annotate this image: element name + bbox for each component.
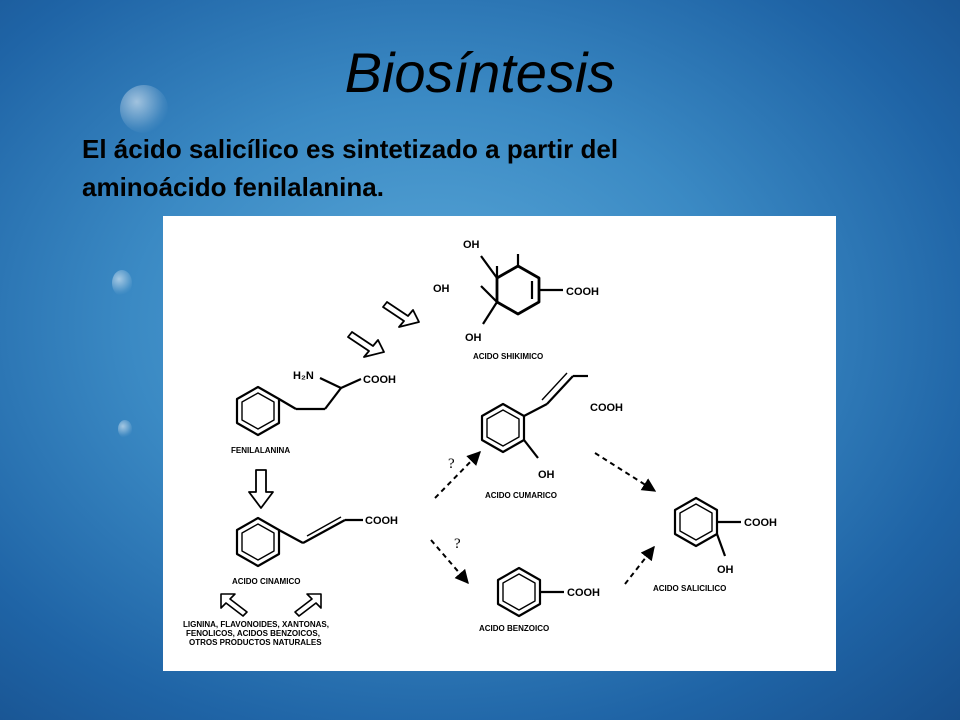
slide-subtitle: El ácido salicílico es sintetizado a par… [82,130,802,206]
hollow-arrow-down [248,469,274,509]
coumaric-cooh: COOH [590,402,623,414]
shikimic-oh-top: OH [463,239,480,251]
hollow-arrows-to-other-products [220,593,322,617]
shikimic-oh-bottom: OH [465,332,482,344]
arrow-cinnamic-to-benzoic [430,539,469,585]
phenylalanine-label: FENILALANINA [231,446,290,455]
biosynthesis-diagram: OH OH OH COOH ACIDO SHIKIMICO H₂N COOH F… [163,216,836,671]
dashed-arrows [430,450,657,585]
phenylalanine-cooh: COOH [363,374,396,386]
arrow-benzoic-to-salicylic [624,545,655,585]
other-products-line-3: OTROS PRODUCTOS NATURALES [189,638,322,647]
shikimic-acid-label: ACIDO SHIKIMICO [473,352,543,361]
benzoic-acid-label: ACIDO BENZOICO [479,624,549,633]
benzoic-cooh: COOH [567,587,600,599]
salicylic-oh: OH [717,564,734,576]
coumaric-acid-structure [480,372,588,459]
other-products-line-2: FENOLICOS, ACIDOS BENZOICOS, [186,629,320,638]
coumaric-oh: OH [538,469,555,481]
arrow-cinnamic-to-coumaric [434,450,481,499]
coumaric-acid-label: ACIDO CUMARICO [485,491,557,500]
slide-title: Biosíntesis [344,41,616,104]
subtitle-line-2: aminoácido fenilalanina. [82,172,384,202]
arrow-coumaric-to-salicylic [594,452,657,492]
subtitle-line-1: El ácido salicílico es sintetizado a par… [82,134,619,164]
salicylic-acid-label: ACIDO SALICILICO [653,584,726,593]
cinnamic-acid-structure [235,516,363,568]
shikimic-oh-left: OH [433,283,450,295]
salicylic-acid-structure [673,496,741,557]
cinnamic-acid-label: ACIDO CINAMICO [232,577,300,586]
benzoic-acid-structure [496,566,564,618]
pathway-svg: OH OH OH COOH ACIDO SHIKIMICO H₂N COOH F… [183,239,777,647]
unknown-step-mark-2: ? [454,536,461,552]
water-bubble [118,420,132,438]
shikimic-cooh: COOH [566,286,599,298]
phenylalanine-structure [235,377,362,437]
unknown-step-mark-1: ? [448,456,455,472]
water-bubble [120,85,168,133]
phenylalanine-h2n: H₂N [293,370,314,382]
salicylic-cooh: COOH [744,517,777,529]
cinnamic-cooh: COOH [365,515,398,527]
other-products-line-1: LIGNINA, FLAVONOIDES, XANTONAS, [183,620,329,629]
water-bubble [112,270,132,296]
shikimic-acid-structure [480,254,563,325]
hollow-arrow-shikimic-to-phenylalanine [347,301,420,358]
